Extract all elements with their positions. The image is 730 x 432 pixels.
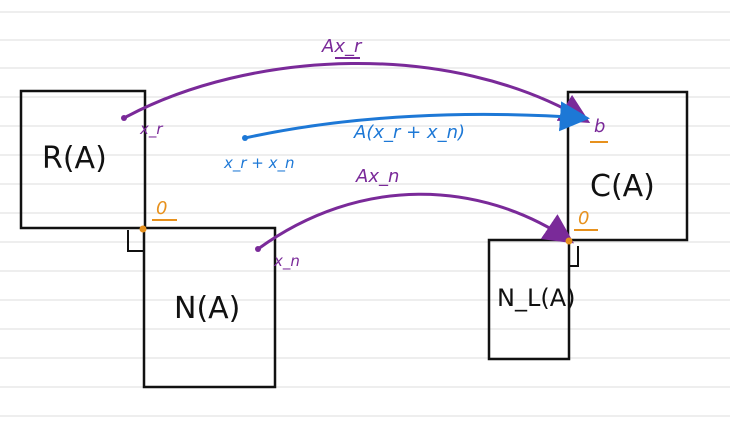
point-xr [121,115,127,121]
label-xr: x_r [139,120,163,139]
label-xn: x_n [273,252,300,271]
arrow-Axr [123,61,591,124]
label-b: b [594,116,605,137]
column-space-box [566,90,689,242]
arrow-Axn [257,192,574,251]
right-angle-mark-right [569,246,579,267]
point-xr-plus-xn [242,135,248,141]
label-A-xr-plus-xn: A(x_r + x_n) [353,122,465,143]
left-null-space-label: N_L(A) [497,284,575,312]
zero-point-right [565,237,573,245]
null-space-box [142,226,277,389]
label-xr-plus-xn: x_r + x_n [223,154,295,173]
row-space-box [19,89,147,230]
point-xn [255,246,261,252]
arrow-A-xr-plus-xn [244,101,590,140]
row-space-label: R(A) [42,141,107,176]
zero-point-left [139,225,147,233]
label-zero-left: 0 [156,198,167,219]
column-space-label: C(A) [590,169,655,204]
right-angle-mark-left [127,230,144,252]
ruled-lines [0,11,730,417]
null-space-label: N(A) [174,291,240,326]
label-Axn: Ax_n [355,166,399,187]
left-null-space-box [487,238,571,361]
label-zero-right: 0 [578,208,589,229]
label-Axr: Ax_r [321,36,363,57]
